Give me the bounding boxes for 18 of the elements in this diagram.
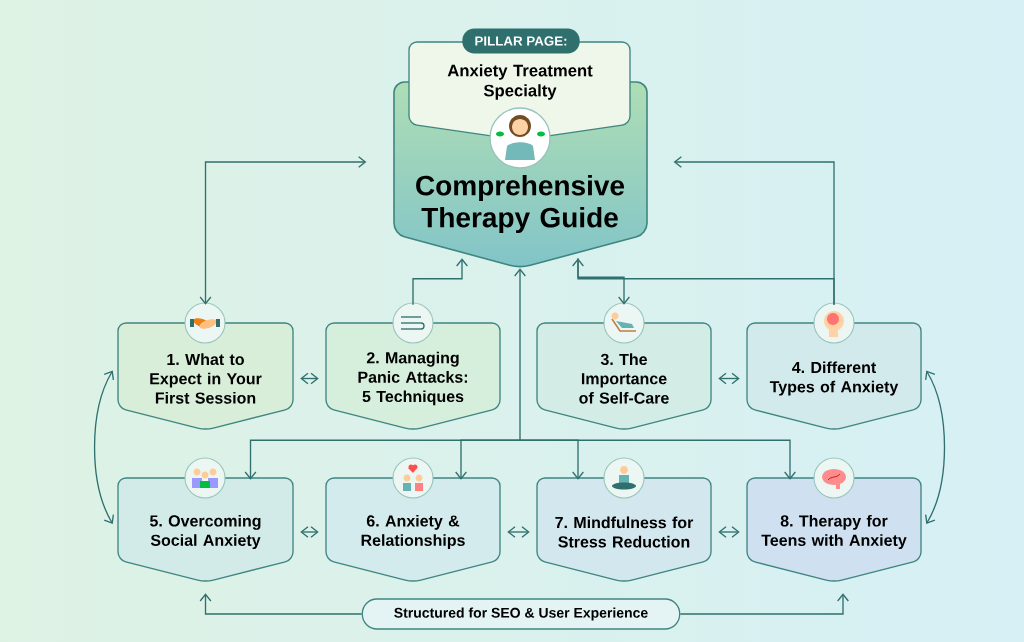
arrow xyxy=(577,257,630,305)
arrow xyxy=(718,372,740,385)
arrow xyxy=(199,593,363,615)
arrow xyxy=(199,156,367,305)
arrow xyxy=(718,526,740,538)
arrow xyxy=(300,526,319,538)
arrow xyxy=(300,372,319,385)
arrow xyxy=(514,268,526,441)
arrow xyxy=(679,593,849,615)
footer-pill: Structured for SEO & User Experience xyxy=(361,598,681,630)
arrow xyxy=(507,526,530,538)
arrow xyxy=(925,370,946,524)
arrow xyxy=(455,439,521,480)
arrow xyxy=(519,439,796,480)
arrow xyxy=(412,258,468,306)
arrow xyxy=(93,370,115,524)
page-badge: PILLAR PAGE: xyxy=(462,28,580,54)
arrow xyxy=(572,258,835,306)
